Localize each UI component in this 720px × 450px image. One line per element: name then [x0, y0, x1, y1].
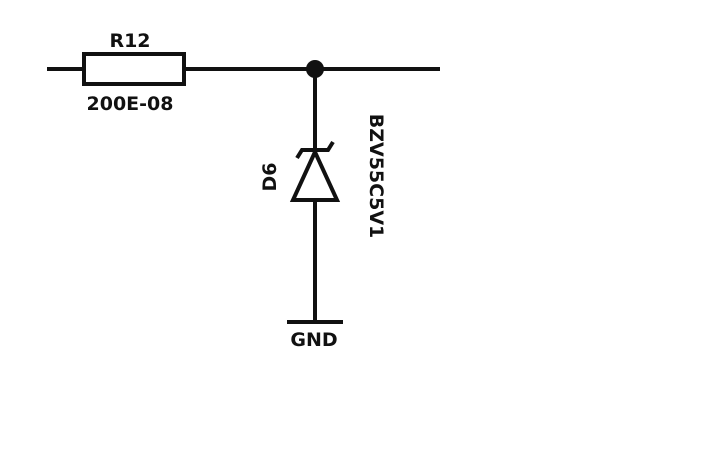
ground-label: GND	[290, 329, 337, 351]
diode-ref-label: D6	[259, 163, 281, 192]
resistor-value-label: 200E-08	[87, 93, 174, 115]
resistor-ref-label: R12	[109, 30, 150, 52]
resistor-body[interactable]	[82, 52, 186, 86]
zener-diode-triangle[interactable]	[289, 147, 341, 202]
diode-part-label: BZV55C5V1	[365, 114, 387, 239]
